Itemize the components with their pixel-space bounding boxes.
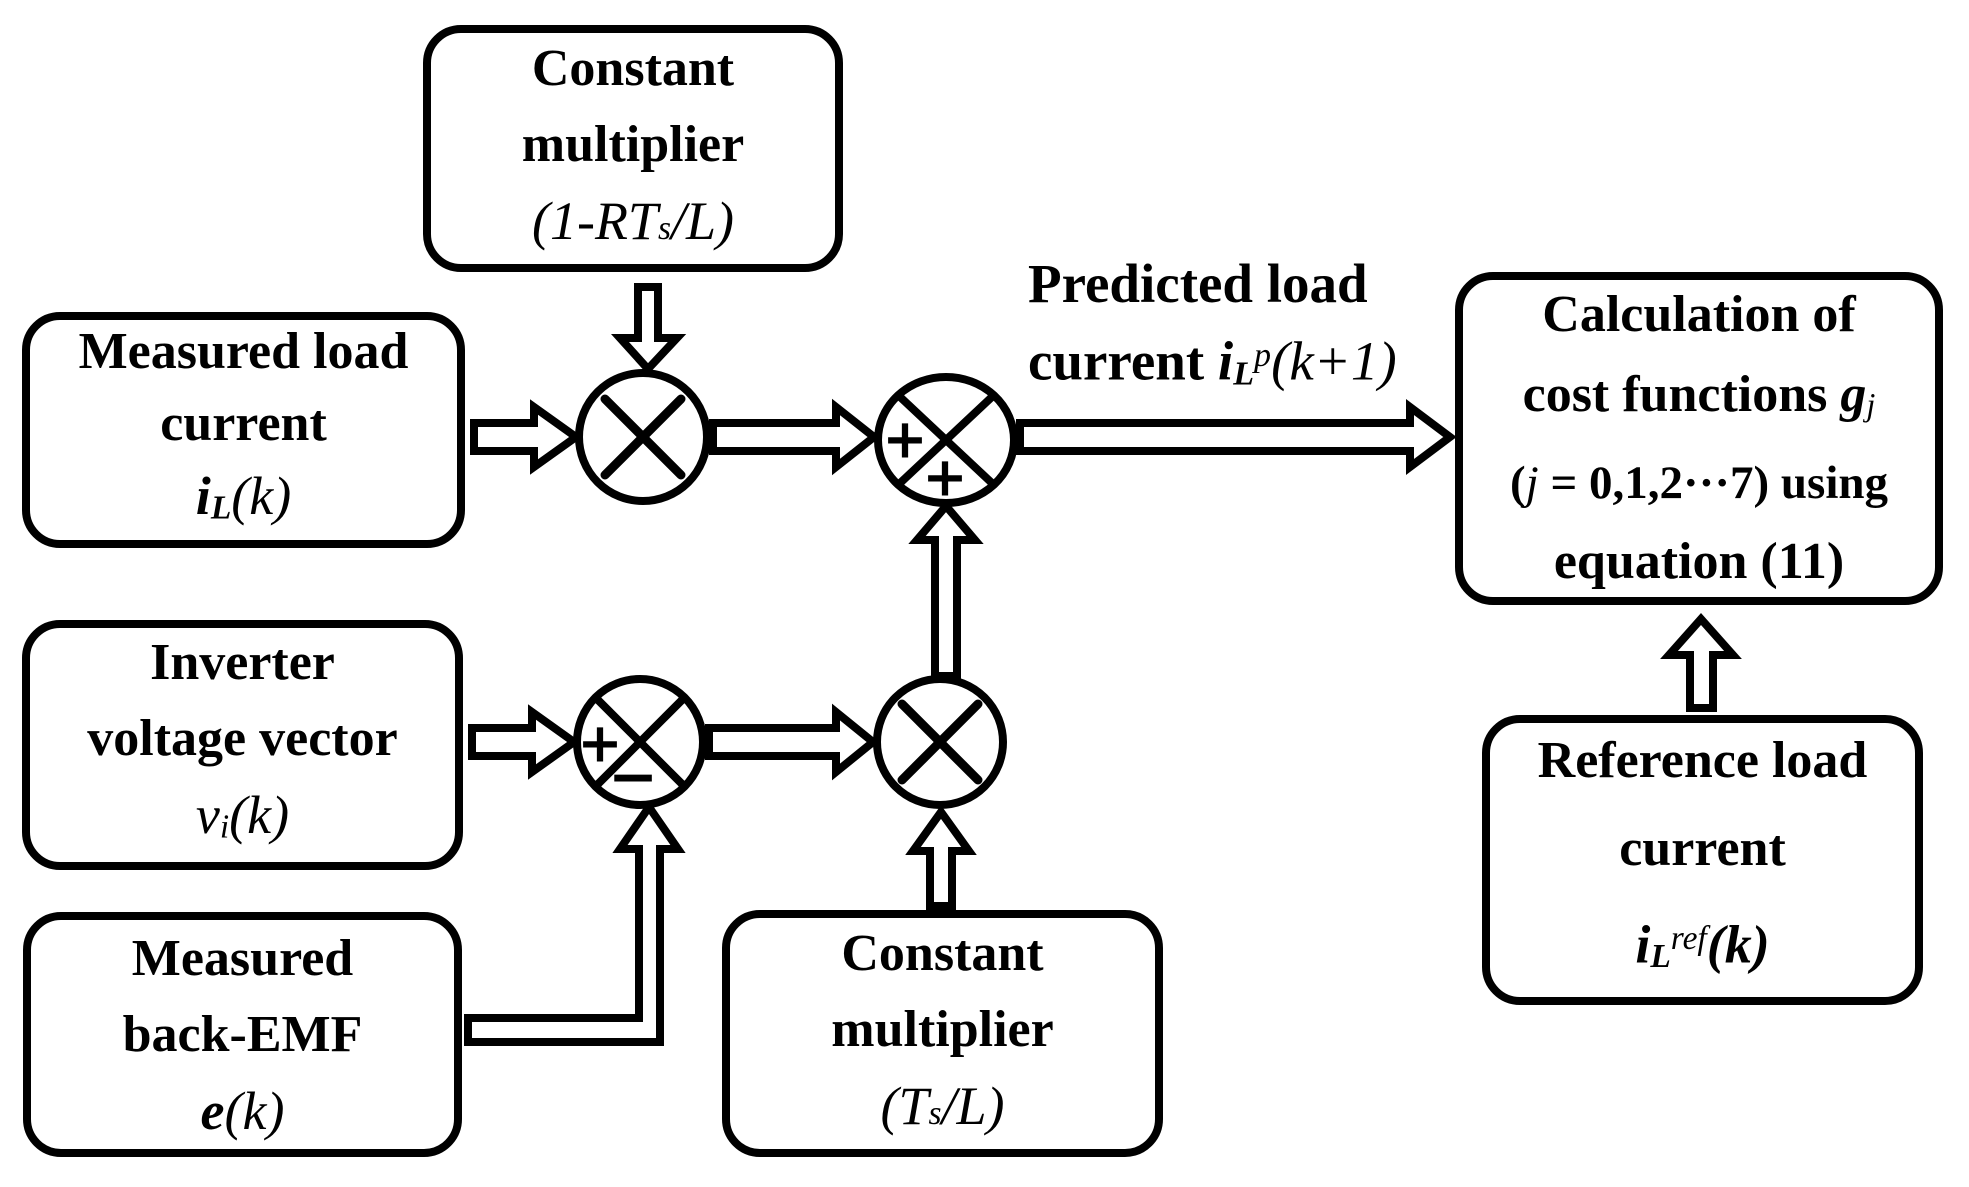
sum-plus-bottom-sign: + — [922, 446, 967, 509]
box-title-line: Reference load — [1537, 731, 1868, 789]
signal-formula: vi(k) — [195, 784, 290, 846]
signal-formula: iL(k) — [195, 465, 292, 527]
arrow-multiplier-to-sum-junction — [709, 398, 881, 476]
box-title-line: current — [1619, 819, 1786, 877]
difference-junction: + − — [573, 675, 707, 812]
box-title-line: equation (11) — [1553, 533, 1845, 591]
signal-formula: e(k) — [200, 1080, 285, 1141]
multiplier-junction-bottom — [873, 675, 1007, 809]
constant-formula: (1-RTs/L) — [531, 190, 735, 251]
box-title-line: Measured load — [78, 322, 409, 380]
box-title-line: Constant — [841, 924, 1044, 982]
signal-formula: iLref(k) — [1635, 914, 1770, 976]
arrow-reference-to-cost-box — [1660, 612, 1742, 712]
box-measured-load-current: Measured load current iL(k) — [22, 312, 465, 548]
box-cost-function-calculation: Calculation of cost functions gj (j = 0,… — [1455, 272, 1943, 605]
arrow-constant-top-to-multiplier — [610, 283, 687, 375]
box-title-line: cost functions gj — [1522, 365, 1876, 423]
box-title-line: Calculation of — [1542, 285, 1856, 343]
box-title-line: multiplier — [521, 115, 745, 173]
box-constant-multiplier-bottom: Constant multiplier (Ts/L) — [722, 910, 1163, 1157]
difference-minus-bottom-sign: − — [608, 742, 658, 812]
box-constant-multiplier-top: Constant multiplier (1-RTs/L) — [423, 25, 843, 272]
box-title-line: back-EMF — [122, 1005, 363, 1063]
label-predicted-load-current: Predicted load current iLp(k+1) — [1028, 248, 1488, 410]
multiply-icon — [897, 699, 983, 785]
sum-junction: + + — [874, 373, 1018, 509]
box-title-line: Constant — [531, 39, 735, 97]
box-title-line: current — [160, 394, 327, 452]
box-reference-load-current: Reference load current iLref(k) — [1482, 715, 1923, 1005]
box-inverter-voltage-vector: Inverter voltage vector vi(k) — [22, 620, 463, 870]
label-line: current iLp(k+1) — [1028, 330, 1397, 393]
box-title-line: Measured — [131, 929, 354, 987]
arrow-load-current-to-multiplier — [470, 399, 583, 475]
multiplier-junction-top — [575, 369, 711, 505]
box-measured-back-emf: Measured back-EMF e(k) — [23, 912, 462, 1157]
box-title-line: (j = 0,1,2···7) using — [1509, 457, 1889, 510]
box-title-line: multiplier — [831, 1000, 1054, 1058]
box-title-line: Inverter — [150, 633, 335, 691]
arrow-constant-bottom-to-multiplier2 — [905, 805, 977, 910]
constant-formula: (Ts/L) — [880, 1075, 1005, 1136]
label-line: Predicted load — [1028, 253, 1368, 314]
junction-cross-icon — [592, 694, 688, 790]
multiply-icon — [600, 394, 686, 480]
arrow-difference-to-multiplier2 — [705, 703, 880, 781]
sum-plus-left-sign: + — [882, 408, 927, 471]
box-title-line: voltage vector — [87, 709, 398, 767]
connector-back-emf-to-difference-junction — [464, 799, 686, 1046]
arrow-multiplier2-to-sum-junction — [908, 499, 984, 680]
arrow-sum-to-cost-box — [1016, 399, 1457, 475]
arrow-inverter-to-difference-junction — [468, 704, 581, 780]
difference-plus-left-sign: + — [577, 712, 622, 775]
junction-cross-icon — [895, 392, 997, 488]
